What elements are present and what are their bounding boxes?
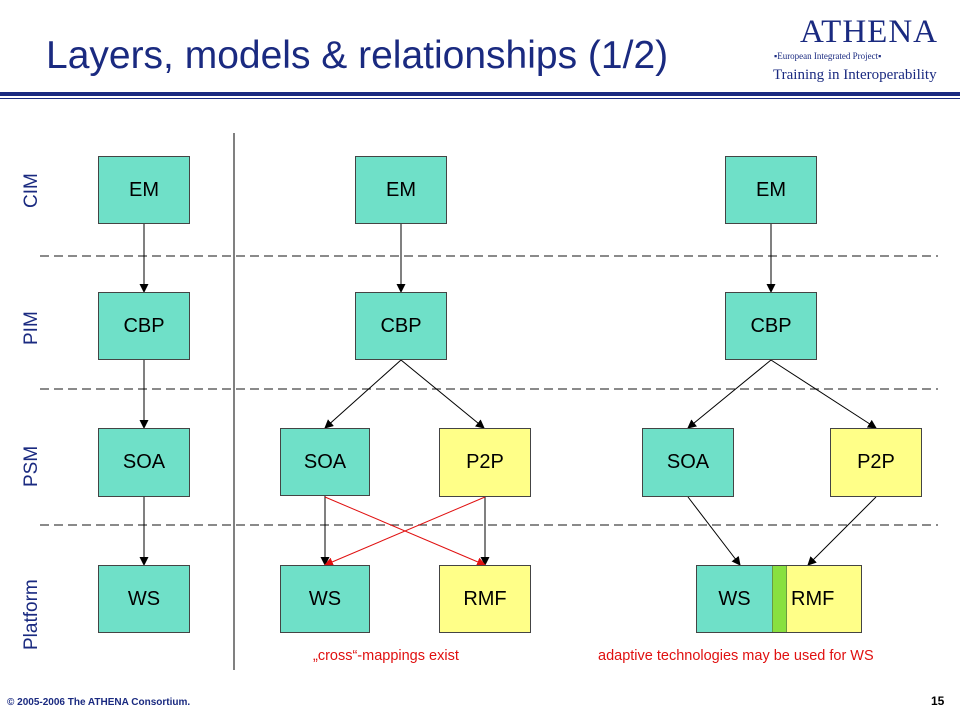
slide-title: Layers, models & relationships (1/2) xyxy=(46,34,669,77)
col1-em-box: EM xyxy=(98,156,190,224)
col3-ws-rmf-combined: WS RMF xyxy=(696,565,862,633)
layer-label-cim: CIM xyxy=(21,173,42,208)
col2-ws-box: WS xyxy=(280,565,370,633)
arrow-col2-p2p-ws-cross xyxy=(324,496,486,567)
arrow-col2-cbp-soa xyxy=(324,359,402,429)
athena-logo-tagline: Training in Interoperability xyxy=(773,67,937,83)
arrow-col3-cbp-p2p xyxy=(770,359,877,429)
title-rule xyxy=(0,92,960,96)
col3-rmf-box: RMF xyxy=(787,566,861,632)
copyright-notice: © 2005-2006 The ATHENA Consortium. xyxy=(7,697,191,708)
page-number: 15 xyxy=(931,694,945,708)
col3-soa-box: SOA xyxy=(642,428,734,497)
col1-soa-box: SOA xyxy=(98,428,190,497)
caption-cross-mappings: „cross“-mappings exist xyxy=(313,648,459,664)
title-rule-thin xyxy=(0,98,960,99)
col3-ws-box: WS xyxy=(697,566,772,632)
athena-logo-subtitle: ▪European Integrated Project▪ xyxy=(774,51,882,61)
caption-adaptive-technologies: adaptive technologies may be used for WS xyxy=(598,648,874,664)
col1-cbp-box: CBP xyxy=(98,292,190,360)
col3-cbp-box: CBP xyxy=(725,292,817,360)
col3-adapter-strip xyxy=(772,566,787,632)
arrow-col3-cbp-soa xyxy=(687,359,772,429)
col2-p2p-box: P2P xyxy=(439,428,531,497)
arrow-col2-cbp-p2p xyxy=(400,359,485,429)
layer-label-psm: PSM xyxy=(21,445,42,487)
col1-ws-box: WS xyxy=(98,565,190,633)
col3-p2p-box: P2P xyxy=(830,428,922,497)
col2-em-box: EM xyxy=(355,156,447,224)
athena-logo-name: ATHENA xyxy=(800,14,938,50)
col2-cbp-box: CBP xyxy=(355,292,447,360)
arrow-col3-soa-ws xyxy=(687,496,741,566)
layer-label-platform: Platform xyxy=(21,579,42,650)
layer-label-pim: PIM xyxy=(21,311,42,345)
arrow-col3-p2p-rmf xyxy=(807,496,877,566)
col2-rmf-box: RMF xyxy=(439,565,531,633)
col3-em-box: EM xyxy=(725,156,817,224)
col2-soa-box: SOA xyxy=(280,428,370,496)
